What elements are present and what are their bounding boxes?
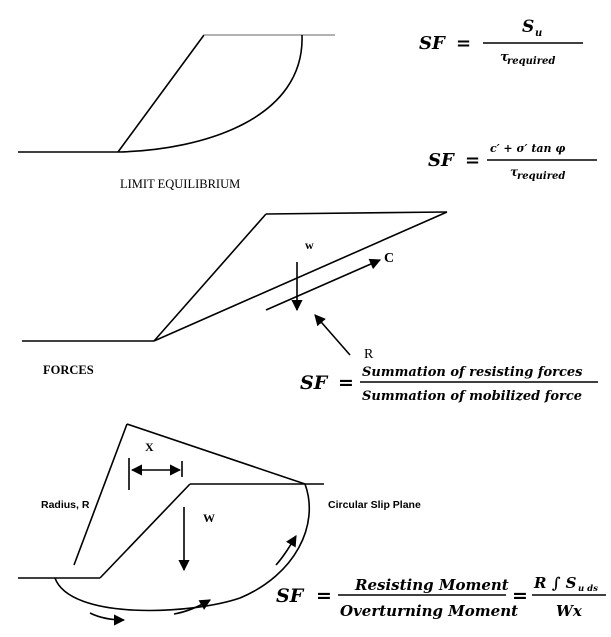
- caption-limit-equilibrium: LIMIT EQUILIBRIUM: [120, 177, 240, 191]
- equation-sf-drained: SF = c′ + σ′ tan φ τ required: [428, 142, 597, 182]
- eq4-right-numerator-sub: u ds: [578, 584, 598, 594]
- eq2-denominator-sub: required: [517, 171, 565, 182]
- svg-text:=: =: [338, 372, 354, 394]
- svg-text:=: =: [465, 150, 480, 171]
- panel-forces: [22, 211, 448, 356]
- eq4-numerator: Resisting Moment: [354, 576, 509, 594]
- eq4-lhs: SF: [276, 585, 305, 607]
- reaction-r-arrow: [314, 314, 351, 356]
- slope-face-line: [117, 34, 205, 153]
- eq2-numerator: c′ + σ′ tan φ: [490, 142, 565, 155]
- label-radius: Radius, R: [41, 499, 90, 511]
- eq1-denominator: τ: [500, 50, 509, 65]
- panel-limit-equilibrium: [18, 34, 335, 153]
- label-c-force: C: [384, 251, 394, 266]
- eq1-denominator-sub: required: [507, 56, 555, 67]
- label-w-weight: W: [203, 511, 215, 525]
- eq4-right-numerator: R ∫ S: [533, 574, 577, 592]
- caption-forces: FORCES: [43, 363, 94, 377]
- eq3-lhs: SF: [300, 372, 329, 394]
- label-w-force: w: [305, 238, 314, 252]
- equation-sf-undrained: SF = S u τ required: [419, 17, 583, 67]
- eq4-denominator: Overturning Moment: [340, 602, 518, 620]
- eq2-denominator: τ: [510, 165, 519, 179]
- equation-sf-moments: SF = Resisting Moment Overturning Moment…: [276, 574, 606, 620]
- svg-text:=: =: [456, 33, 471, 54]
- panel-circular-slip: [18, 423, 324, 626]
- eq3-numerator: Summation of resisting forces: [362, 365, 583, 380]
- label-r-force: R: [364, 347, 374, 362]
- eq1-lhs: SF: [419, 33, 446, 54]
- slip-plane-line: [153, 211, 448, 342]
- slope-face-line-2: [153, 213, 267, 342]
- eq1-numerator: S: [522, 17, 534, 37]
- eq2-lhs: SF: [428, 150, 455, 171]
- slope-face-line-3: [99, 483, 191, 579]
- shear-force-c-arrow: [265, 258, 382, 311]
- equation-sf-forces: SF = Summation of resisting forces Summa…: [300, 365, 598, 404]
- crest-line-2: [265, 211, 448, 215]
- radius-line-left: [73, 423, 128, 566]
- circular-slip-arc: [54, 483, 310, 612]
- label-x: X: [145, 440, 154, 454]
- svg-text:=: =: [512, 585, 528, 607]
- failure-arc: [117, 34, 303, 153]
- label-circular-slip-plane: Circular Slip Plane: [328, 499, 421, 511]
- rotation-arrow-right: [275, 535, 297, 566]
- radius-line-right: [126, 423, 306, 485]
- svg-text:=: =: [316, 585, 332, 607]
- rotation-arrow-bottom-left: [89, 612, 126, 626]
- eq4-right-denominator: Wx: [556, 602, 583, 620]
- eq3-denominator: Summation of mobilized force: [362, 389, 582, 404]
- eq1-numerator-sub: u: [535, 28, 542, 39]
- rotation-arrow-bottom: [173, 599, 211, 615]
